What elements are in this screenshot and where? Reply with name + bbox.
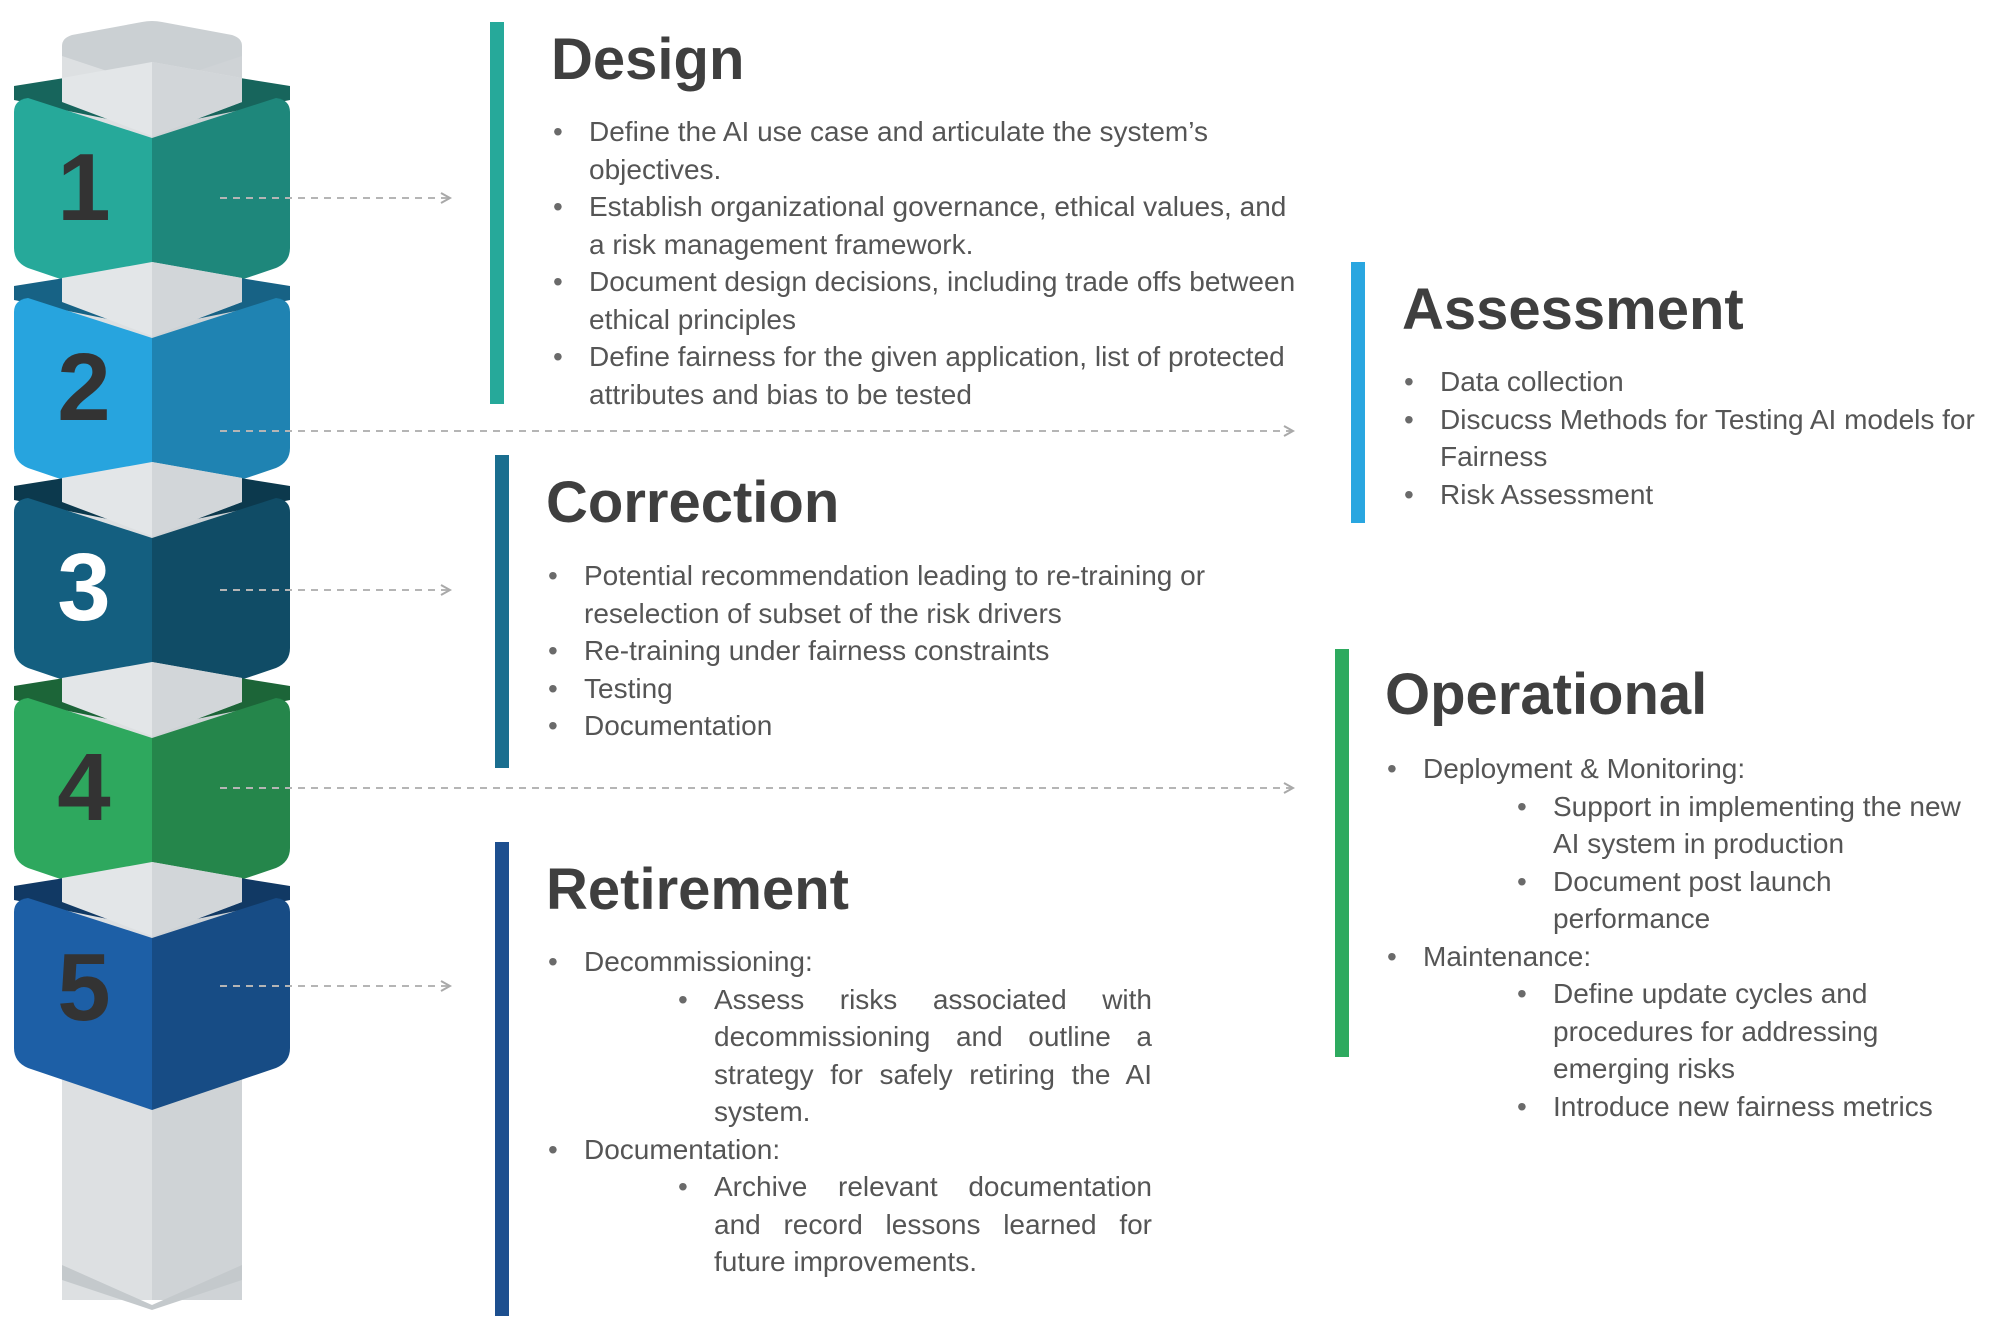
correction-item: Testing (548, 670, 1288, 708)
retirement-heading: Retirement (546, 857, 849, 922)
retirement-item: Decommissioning: Assess risks associated … (548, 943, 1152, 1131)
block-number-2: 2 (57, 334, 110, 441)
assessment-item-text: Risk Assessment (1440, 478, 1654, 510)
correction-item-text: Re-training under fairness constraints (584, 635, 1050, 666)
assessment-item: Data collection (1404, 363, 1994, 401)
block-right-face (152, 298, 290, 510)
correction-item: Potential recommendation leading to re-t… (548, 557, 1288, 632)
assessment-item-text: Discucss Methods for Testing AI models f… (1440, 403, 1975, 473)
assessment-bullet-list: Data collectionDiscucss Methods for Test… (1404, 363, 1994, 513)
correction-item-text: Potential recommendation leading to re-t… (584, 560, 1206, 629)
design-item-text: Establish organizational governance, eth… (589, 191, 1287, 260)
retirement-item-label: Documentation: (584, 1133, 781, 1165)
pillar: 1 2 3 4 5 (14, 21, 290, 1310)
pillar-top-cap (62, 21, 242, 86)
block-opening-shade (152, 662, 242, 736)
retirement-bullet-list: Decommissioning: Assess risks associated … (548, 943, 1152, 1281)
block-left-face (14, 898, 152, 1110)
correction-item: Re-training under fairness constraints (548, 632, 1288, 670)
block-right-face (152, 898, 290, 1110)
operational-heading: Operational (1385, 662, 1708, 727)
assessment-accent-bar (1351, 262, 1365, 523)
design-heading: Design (551, 27, 745, 92)
design-item-text: Define the AI use case and articulate th… (589, 116, 1208, 185)
block-right-face (152, 698, 290, 910)
assessment-item: Discucss Methods for Testing AI models f… (1404, 401, 1994, 476)
block-number-4: 4 (57, 734, 110, 841)
operational-item-label: Maintenance: (1423, 940, 1592, 972)
retirement-sub-item: Archive relevant documentation and recor… (678, 1168, 1152, 1281)
block-opening-shade (152, 262, 242, 336)
operational-item: Maintenance:Define update cycles and pro… (1387, 938, 1987, 1126)
operational-item: Deployment & Monitoring: Support in imple… (1387, 750, 1987, 938)
retirement-item: Documentation:Archive relevant documenta… (548, 1131, 1152, 1281)
block-right-face (152, 498, 290, 710)
block-left-face (14, 298, 152, 510)
design-item: Establish organizational governance, eth… (553, 188, 1298, 263)
retirement-item-label: Decommissioning: (584, 946, 813, 977)
operational-sub-item: Support in implementing the new AI syste… (1517, 788, 1987, 863)
operational-sub-item: Introduce new fairness metrics (1517, 1088, 1987, 1126)
assessment-heading: Assessment (1402, 277, 1744, 342)
operational-sub-item: Document post launch performance (1517, 863, 1987, 938)
retirement-sub-list: Assess risks associated with decommissio… (584, 981, 1152, 1131)
correction-item-text: Documentation (584, 710, 773, 741)
assessment-item-text: Data collection (1440, 366, 1624, 397)
pillar-block-1: 1 (14, 62, 290, 310)
correction-accent-bar (495, 455, 509, 768)
design-item: Define the AI use case and articulate th… (553, 113, 1298, 188)
design-item-text: Define fairness for the given applicatio… (589, 341, 1285, 410)
connector-arrows (220, 198, 1293, 986)
design-accent-bar (490, 22, 504, 404)
design-item: Define fairness for the given applicatio… (553, 338, 1298, 413)
block-opening-shade (152, 62, 242, 136)
block-number-5: 5 (57, 934, 110, 1041)
operational-sub-list: Support in implementing the new AI syste… (1423, 788, 1987, 938)
block-number-1: 1 (57, 134, 110, 241)
operational-accent-bar (1335, 649, 1349, 1057)
correction-bullet-list: Potential recommendation leading to re-t… (548, 557, 1288, 745)
block-right-face (152, 98, 290, 310)
pillar-block-4: 4 (14, 662, 290, 910)
correction-item: Documentation (548, 707, 1288, 745)
operational-bullet-list: Deployment & Monitoring: Support in imple… (1387, 750, 1987, 1125)
retirement-accent-bar (495, 842, 509, 1316)
block-opening-shade (152, 462, 242, 536)
operational-sub-list: Define update cycles and procedures for … (1423, 975, 1987, 1125)
retirement-sub-list: Archive relevant documentation and recor… (584, 1168, 1152, 1281)
operational-sub-item: Define update cycles and procedures for … (1517, 975, 1987, 1088)
block-left-face (14, 98, 152, 310)
pillar-base (62, 1265, 242, 1310)
block-number-3: 3 (57, 534, 110, 641)
design-bullet-list: Define the AI use case and articulate th… (553, 113, 1298, 413)
design-item: Document design decisions, including tra… (553, 263, 1298, 338)
block-left-face (14, 698, 152, 910)
correction-item-text: Testing (584, 672, 673, 704)
operational-item-label: Deployment & Monitoring: (1423, 753, 1746, 784)
correction-heading: Correction (546, 470, 840, 535)
retirement-sub-item: Assess risks associated with decommissio… (678, 981, 1152, 1131)
pillar-block-2: 2 (14, 262, 290, 510)
pillar-block-5: 5 (14, 862, 290, 1110)
design-item-text: Document design decisions, including tra… (589, 266, 1296, 335)
block-opening-shade (152, 862, 242, 936)
pillar-block-3: 3 (14, 462, 290, 710)
assessment-item: Risk Assessment (1404, 476, 1994, 514)
block-left-face (14, 498, 152, 710)
